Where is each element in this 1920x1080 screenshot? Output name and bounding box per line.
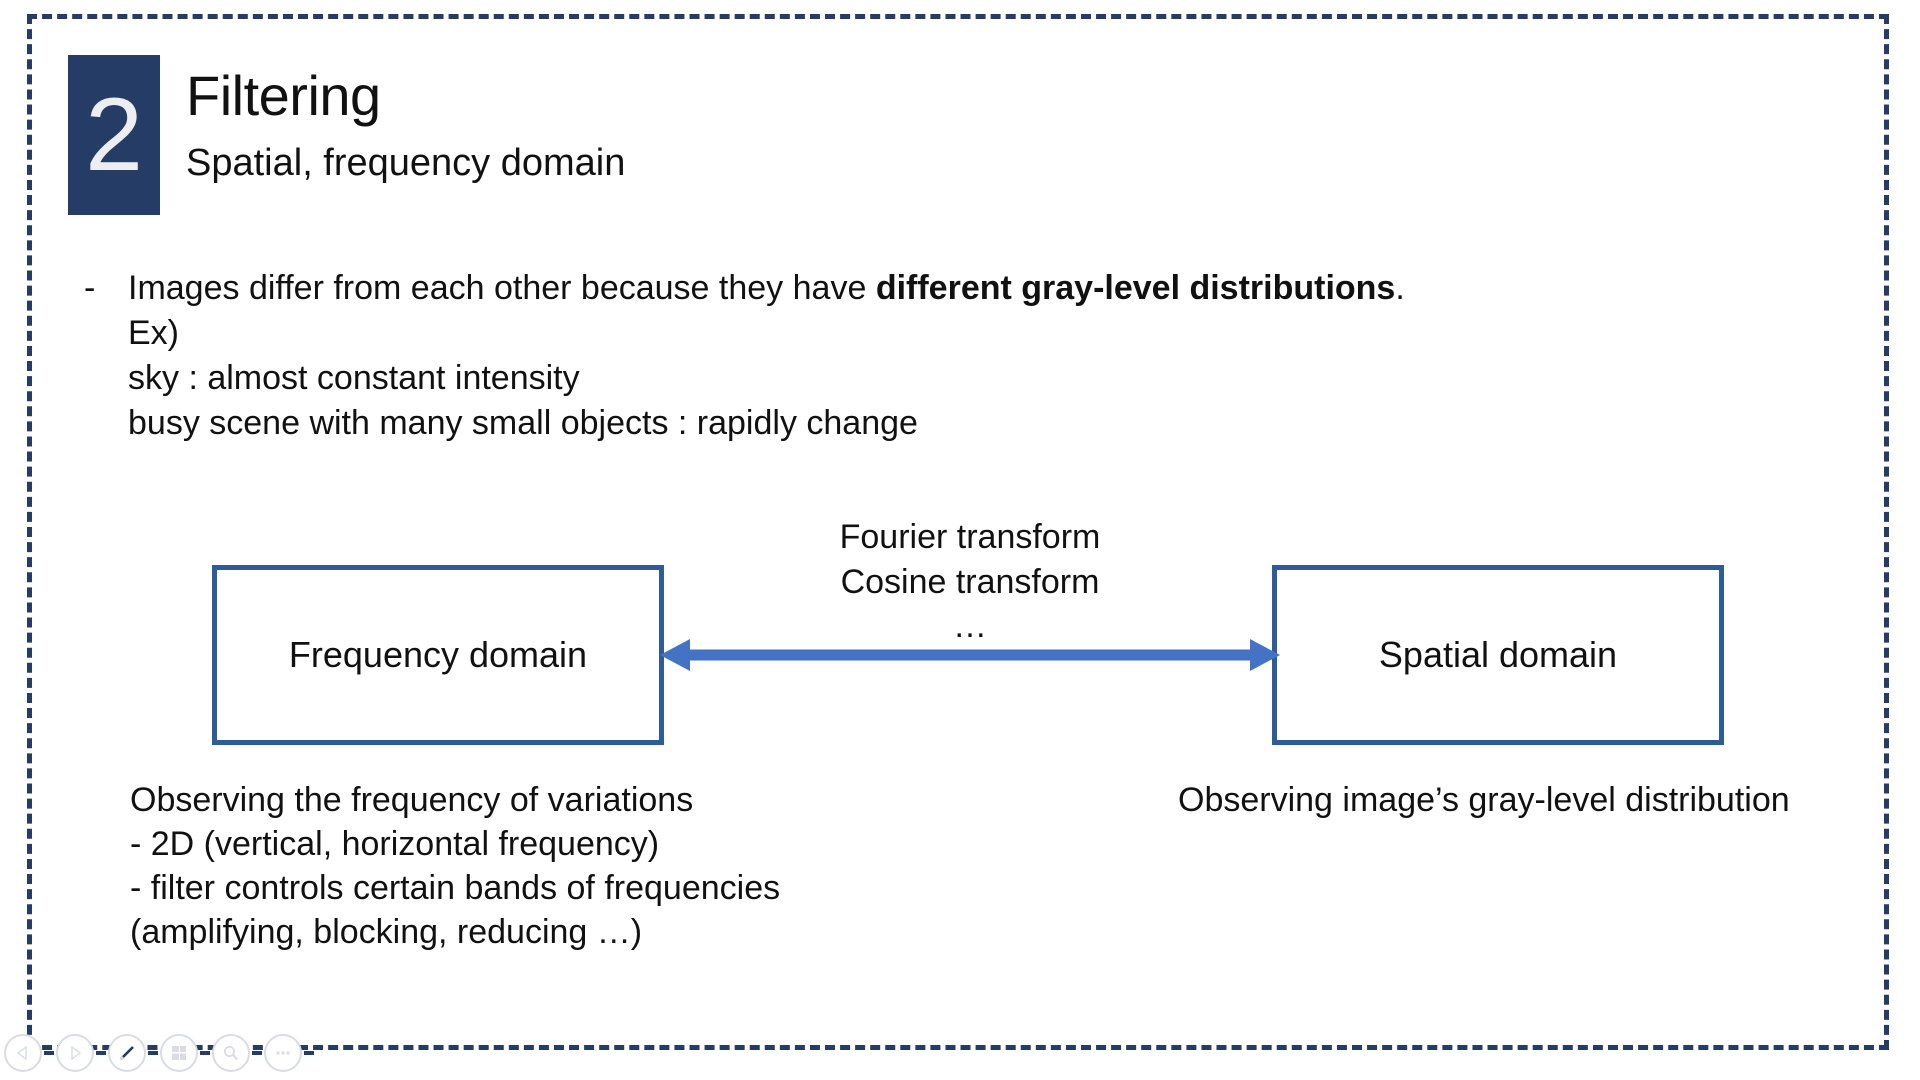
control-separator-6 — [304, 1051, 314, 1055]
control-separator-2 — [96, 1051, 106, 1055]
body-line-3: sky : almost constant intensity — [128, 359, 580, 397]
control-separator-3 — [148, 1051, 158, 1055]
frequency-domain-caption: Observing the frequency of variations - … — [130, 778, 1080, 954]
page-title: Filtering — [186, 64, 381, 127]
body-line-1: Images differ from each other because th… — [128, 266, 1778, 311]
play-slide-icon — [71, 1045, 82, 1061]
transform-label-group: Fourier transform Cosine transform … — [660, 515, 1280, 647]
spatial-caption-line-1: Observing image’s gray-level distributio… — [1178, 781, 1790, 819]
previous-slide-icon — [16, 1045, 27, 1061]
cosine-transform-label: Cosine transform — [840, 563, 1100, 601]
previous-slide-button[interactable] — [4, 1034, 42, 1072]
frequency-domain-box[interactable]: Frequency domain — [212, 565, 664, 745]
more-options-button[interactable] — [264, 1034, 302, 1072]
body-line-1-emphasis: different gray-level distributions — [875, 269, 1396, 307]
more-options-icon — [276, 1051, 290, 1055]
pen-button[interactable] — [108, 1034, 146, 1072]
spatial-domain-caption: Observing image’s gray-level distributio… — [1178, 778, 1918, 822]
body-line-1-pre: Images differ from each other because th… — [128, 269, 876, 307]
fourier-transform-label: Fourier transform — [839, 518, 1101, 556]
body-line-1-post: . — [1395, 269, 1405, 307]
bullet-marker: - — [84, 269, 96, 307]
frequency-caption-line-4: (amplifying, blocking, reducing …) — [130, 913, 643, 951]
presenter-controls-bar[interactable] — [4, 1032, 316, 1074]
slide-grid-button[interactable] — [160, 1034, 198, 1072]
title-text-wrapper: Filtering Spatial, frequency domain — [186, 55, 1186, 186]
pen-icon — [120, 1046, 134, 1060]
frequency-caption-line-3: - filter controls certain bands of frequ… — [130, 869, 781, 907]
frequency-caption-line-2: - 2D (vertical, horizontal frequency) — [130, 825, 660, 863]
spatial-domain-box[interactable]: Spatial domain — [1272, 565, 1724, 745]
bullet-lines: Images differ from each other because th… — [128, 266, 1778, 446]
control-separator-1 — [44, 1051, 54, 1055]
control-separator-5 — [252, 1051, 262, 1055]
zoom-button[interactable] — [212, 1034, 250, 1072]
spatial-domain-label: Spatial domain — [1378, 634, 1618, 675]
slide-grid-icon — [172, 1046, 186, 1060]
body-line-2: Ex) — [128, 314, 179, 352]
transform-ellipsis-label: … — [953, 607, 987, 645]
zoom-icon — [224, 1046, 239, 1061]
frequency-caption-line-1: Observing the frequency of variations — [130, 781, 694, 819]
section-number-badge: 2 — [68, 55, 160, 215]
body-line-4: busy scene with many small objects : rap… — [128, 404, 918, 442]
control-separator-4 — [200, 1051, 210, 1055]
page-subtitle: Spatial, frequency domain — [186, 142, 626, 184]
double-headed-arrow-icon[interactable] — [660, 630, 1280, 680]
play-slide-button[interactable] — [56, 1034, 94, 1072]
frequency-domain-label: Frequency domain — [288, 634, 588, 675]
